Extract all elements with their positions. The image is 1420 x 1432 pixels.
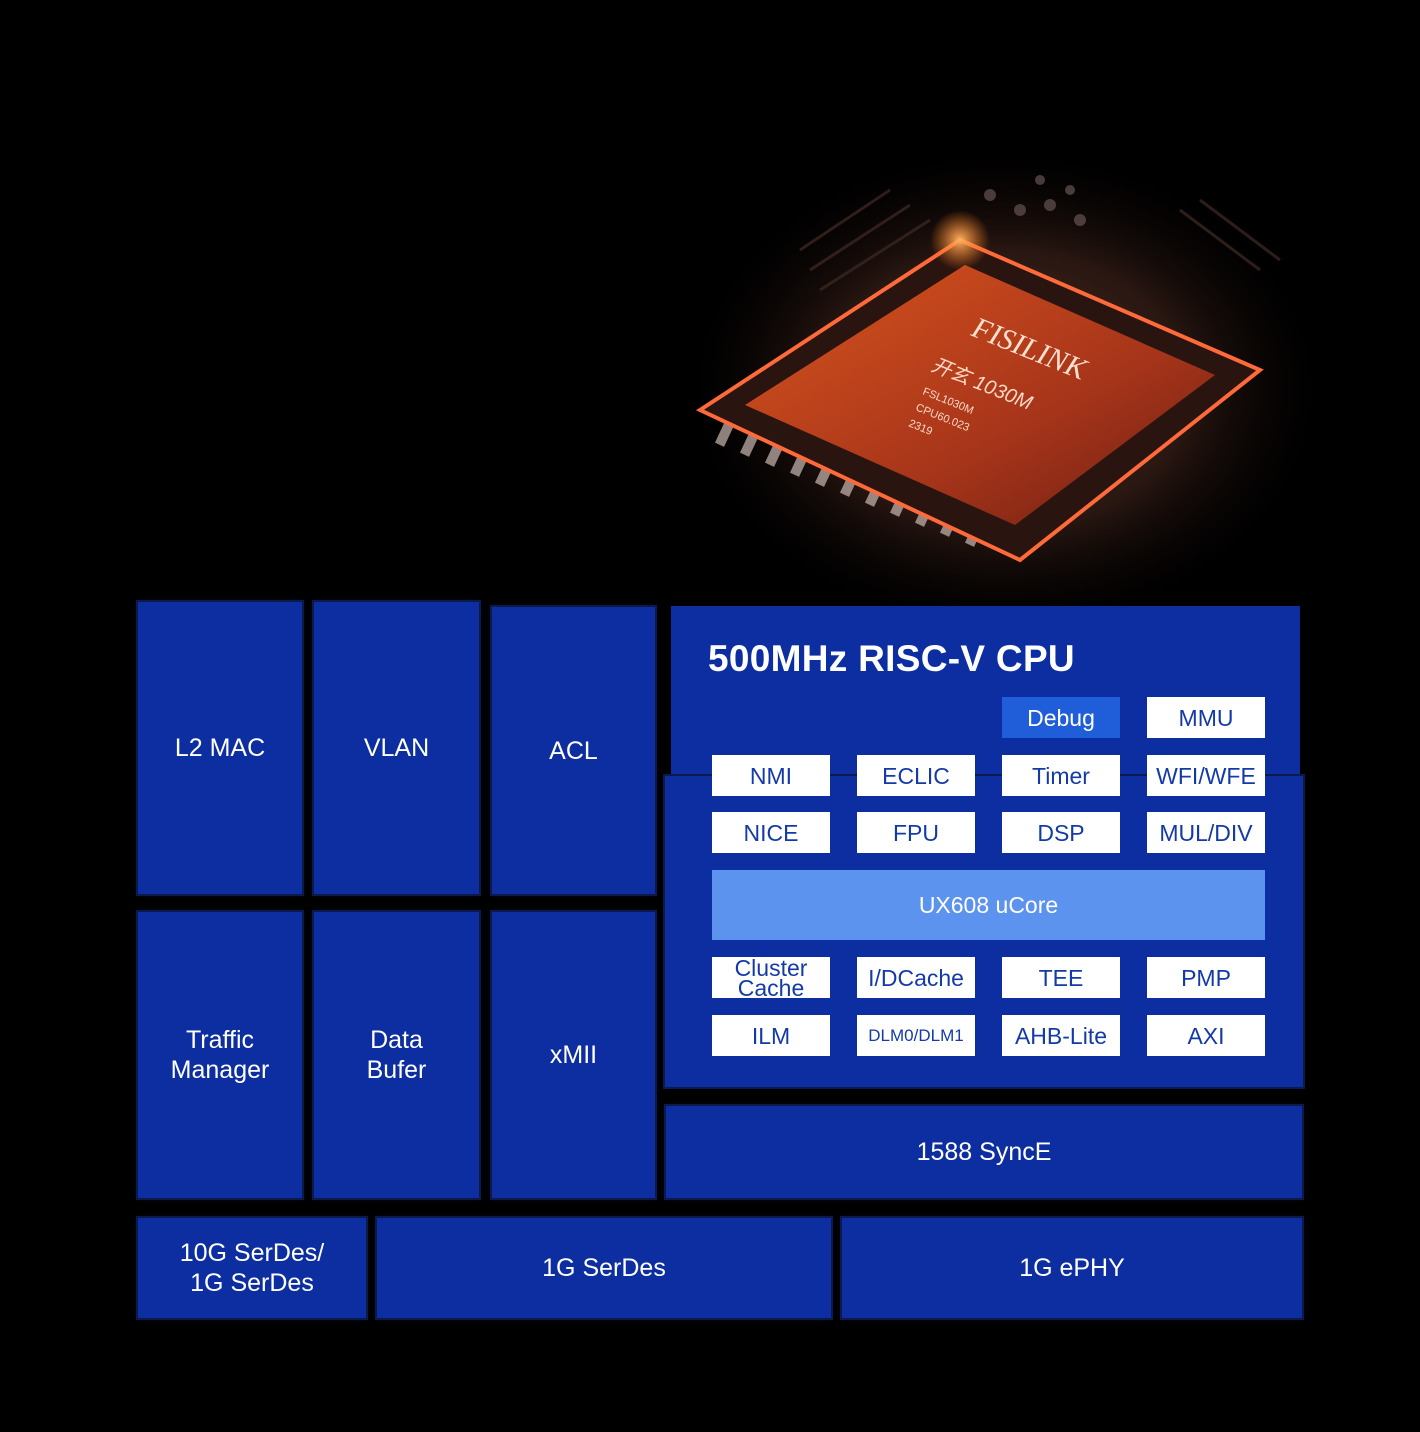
- nmi-label: NMI: [749, 762, 793, 789]
- serdes-10g-block: 10G SerDes/ 1G SerDes: [138, 1218, 366, 1318]
- ucore-bar: UX608 uCore: [712, 870, 1265, 940]
- wfi-wfe-box: WFI/WFE: [1147, 755, 1265, 796]
- nice-label: NICE: [743, 819, 799, 846]
- serdes-1g-block: 1G SerDes: [377, 1218, 831, 1318]
- fpu-label: FPU: [893, 819, 939, 846]
- cluster-cache-label: Cluster Cache: [734, 954, 808, 1001]
- data-buffer-block: Data Bufer: [314, 912, 479, 1198]
- mmu-label: MMU: [1178, 704, 1234, 731]
- traffic-manager-label: Traffic Manager: [170, 1026, 270, 1084]
- ephy-block: 1G ePHY: [842, 1218, 1302, 1318]
- timer-label: Timer: [1032, 762, 1090, 789]
- xmii-block: xMII: [492, 912, 655, 1198]
- ephy-label: 1G ePHY: [1019, 1254, 1125, 1282]
- dsp-label: DSP: [1037, 819, 1085, 846]
- tee-box: TEE: [1002, 957, 1120, 998]
- cpu-panel: [671, 606, 1300, 776]
- debug-label: Debug: [1027, 704, 1095, 731]
- acl-label: ACL: [549, 736, 598, 765]
- cluster-cache-box: Cluster Cache: [712, 954, 830, 1001]
- vlan-label: VLAN: [363, 734, 430, 762]
- wfi-wfe-label: WFI/WFE: [1156, 762, 1256, 789]
- eclic-box: ECLIC: [857, 755, 975, 796]
- mul-div-box: MUL/DIV: [1147, 812, 1265, 853]
- tee-label: TEE: [1038, 964, 1084, 991]
- axi-box: AXI: [1147, 1015, 1265, 1056]
- idcache-box: I/DCache: [857, 957, 975, 998]
- sync-block: 1588 SyncE: [666, 1106, 1302, 1198]
- idcache-label: I/DCache: [868, 964, 964, 991]
- dsp-box: DSP: [1002, 812, 1120, 853]
- eclic-label: ECLIC: [882, 762, 950, 789]
- ilm-box: ILM: [712, 1015, 830, 1056]
- dlm-label: DLM0/DLM1: [868, 1025, 964, 1045]
- debug-box: Debug: [1002, 697, 1120, 738]
- ahb-lite-box: AHB-Lite: [1002, 1015, 1120, 1056]
- acl-block: ACL: [492, 607, 655, 894]
- xmii-label: xMII: [549, 1041, 598, 1069]
- l2-mac-block: L2 MAC: [138, 602, 302, 894]
- nice-box: NICE: [712, 812, 830, 853]
- data-buffer-label: Data Bufer: [366, 1026, 427, 1084]
- sync-label: 1588 SyncE: [916, 1138, 1052, 1166]
- pmp-box: PMP: [1147, 957, 1265, 998]
- ahb-lite-label: AHB-Lite: [1014, 1022, 1108, 1049]
- traffic-manager-block: Traffic Manager: [138, 912, 302, 1198]
- l2-mac-label: L2 MAC: [174, 734, 266, 762]
- nmi-box: NMI: [712, 755, 830, 796]
- serdes-10g-label: 10G SerDes/ 1G SerDes: [179, 1239, 325, 1297]
- ucore-label: UX608 uCore: [918, 891, 1059, 918]
- dlm-box: DLM0/DLM1: [857, 1015, 975, 1056]
- ilm-label: ILM: [751, 1022, 791, 1049]
- mmu-box: MMU: [1147, 697, 1265, 738]
- cpu-title: 500MHz RISC-V CPU: [708, 638, 1075, 679]
- vlan-block: VLAN: [314, 602, 479, 894]
- chip-photo: FISILINK 开玄 1030M FSL1030M CPU60.023 231…: [675, 130, 1335, 620]
- serdes-1g-label: 1G SerDes: [542, 1254, 666, 1282]
- fpu-box: FPU: [857, 812, 975, 853]
- timer-box: Timer: [1002, 755, 1120, 796]
- axi-label: AXI: [1187, 1022, 1225, 1049]
- pmp-label: PMP: [1181, 964, 1231, 991]
- mul-div-label: MUL/DIV: [1159, 819, 1253, 846]
